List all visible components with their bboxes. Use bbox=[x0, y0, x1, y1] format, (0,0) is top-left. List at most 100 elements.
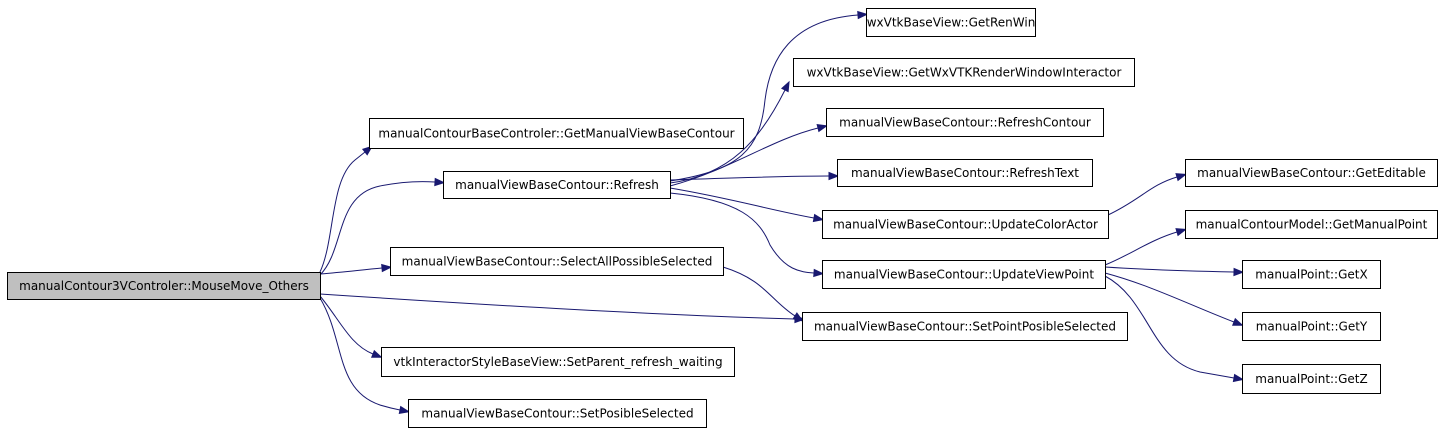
node-getEditable[interactable]: manualViewBaseContour::GetEditable bbox=[1185, 159, 1438, 187]
node-refreshContour[interactable]: manualViewBaseContour::RefreshContour bbox=[826, 108, 1104, 137]
edge-line bbox=[319, 297, 401, 411]
edge-root-to-refresh bbox=[319, 177, 446, 276]
node-label: manualViewBaseContour::RefreshContour bbox=[839, 116, 1091, 130]
node-root[interactable]: manualContour3VControler::MouseMove_Othe… bbox=[7, 272, 321, 300]
edge-root-to-setPosibleSelected bbox=[319, 297, 411, 415]
node-label: manualViewBaseContour::UpdateViewPoint bbox=[834, 268, 1094, 282]
node-box bbox=[443, 171, 671, 199]
edge-line bbox=[669, 175, 830, 181]
edge-line bbox=[669, 14, 859, 182]
node-label: wxVtkBaseView::GetWxVTKRenderWindowInter… bbox=[807, 66, 1122, 80]
node-label: vtkInteractorStyleBaseView::SetParent_re… bbox=[393, 355, 722, 369]
node-getZ[interactable]: manualPoint::GetZ bbox=[1242, 364, 1381, 394]
nodes-layer: manualContour3VControler::MouseMove_Othe… bbox=[7, 8, 1438, 428]
node-label: manualViewBaseContour::RefreshText bbox=[851, 166, 1079, 180]
edge-line bbox=[1107, 176, 1178, 216]
node-box bbox=[390, 247, 724, 276]
edge-line bbox=[319, 267, 383, 275]
node-box bbox=[837, 159, 1093, 187]
node-label: manualContour3VControler::MouseMove_Othe… bbox=[19, 279, 309, 293]
edge-line bbox=[722, 266, 796, 317]
edges-layer bbox=[319, 10, 1245, 415]
node-label: manualViewBaseContour::SetPosibleSelecte… bbox=[421, 407, 693, 421]
edge-line bbox=[319, 151, 366, 273]
edge-root-to-setParentRefreshWaiting bbox=[319, 295, 383, 358]
edge-refresh-to-refreshContour bbox=[669, 124, 829, 187]
edge-line bbox=[319, 295, 374, 355]
edge-line bbox=[669, 192, 815, 274]
node-selectAllPossibleSelected[interactable]: manualViewBaseContour::SelectAllPossible… bbox=[390, 247, 724, 276]
node-label: wxVtkBaseView::GetRenWin bbox=[867, 16, 1036, 30]
node-label: manualPoint::GetX bbox=[1255, 268, 1367, 282]
arrowhead bbox=[1233, 267, 1245, 277]
node-getX[interactable]: manualPoint::GetX bbox=[1242, 260, 1381, 289]
node-getWxVTKRWI[interactable]: wxVtkBaseView::GetWxVTKRenderWindowInter… bbox=[793, 58, 1135, 87]
node-box bbox=[1242, 364, 1381, 394]
node-box bbox=[826, 108, 1104, 137]
arrowhead bbox=[857, 10, 869, 20]
arrowhead bbox=[398, 405, 411, 415]
node-box bbox=[1185, 210, 1438, 239]
node-label: manualContourModel::GetManualPoint bbox=[1196, 218, 1428, 232]
node-label: manualViewBaseContour::SetPointPosibleSe… bbox=[814, 320, 1116, 334]
edge-refresh-to-refreshText bbox=[669, 171, 840, 181]
arrowhead bbox=[1175, 173, 1187, 182]
arrowhead bbox=[434, 177, 446, 187]
arrowhead bbox=[1232, 373, 1245, 383]
edge-selectAllPossibleSelected-to-setPointPosibleSelected bbox=[722, 266, 804, 322]
node-refresh[interactable]: manualViewBaseContour::Refresh bbox=[443, 171, 671, 199]
edge-updateViewPoint-to-getY bbox=[1104, 272, 1244, 326]
node-setPosibleSelected[interactable]: manualViewBaseContour::SetPosibleSelecte… bbox=[408, 399, 707, 428]
edge-line bbox=[319, 181, 436, 276]
node-getRenWin[interactable]: wxVtkBaseView::GetRenWin bbox=[866, 8, 1036, 37]
node-getManualPoint[interactable]: manualContourModel::GetManualPoint bbox=[1185, 210, 1438, 239]
arrowhead bbox=[816, 124, 829, 133]
edge-line bbox=[1104, 272, 1235, 323]
node-box bbox=[822, 210, 1109, 239]
edge-line bbox=[319, 293, 796, 320]
edge-refresh-to-updateColorActor bbox=[669, 187, 825, 223]
arrowhead bbox=[370, 349, 383, 358]
node-refreshText[interactable]: manualViewBaseContour::RefreshText bbox=[837, 159, 1093, 187]
node-setPointPosibleSelected[interactable]: manualViewBaseContour::SetPointPosibleSe… bbox=[802, 312, 1128, 341]
edge-updateViewPoint-to-getX bbox=[1104, 266, 1245, 277]
edge-root-to-selectAllPossibleSelected bbox=[319, 263, 393, 275]
arrowhead bbox=[828, 171, 840, 181]
edge-line bbox=[669, 187, 815, 219]
edge-refresh-to-updateViewPoint bbox=[669, 192, 825, 278]
node-label: manualViewBaseContour::GetEditable bbox=[1197, 166, 1426, 180]
edge-root-to-setPointPosibleSelected bbox=[319, 293, 806, 324]
arrowhead bbox=[1175, 228, 1187, 237]
node-box bbox=[802, 312, 1128, 341]
node-updateViewPoint[interactable]: manualViewBaseContour::UpdateViewPoint bbox=[822, 260, 1106, 289]
node-box bbox=[1185, 159, 1438, 187]
arrowhead bbox=[1232, 317, 1244, 326]
node-box bbox=[1242, 312, 1381, 341]
arrowhead bbox=[813, 268, 825, 278]
node-label: manualViewBaseContour::SelectAllPossible… bbox=[402, 255, 713, 269]
node-updateColorActor[interactable]: manualViewBaseContour::UpdateColorActor bbox=[822, 210, 1109, 239]
edge-line bbox=[1104, 266, 1235, 273]
node-box bbox=[793, 58, 1135, 87]
arrowhead bbox=[812, 213, 825, 223]
node-label: manualViewBaseContour::Refresh bbox=[455, 178, 659, 192]
edge-line bbox=[1104, 231, 1178, 266]
node-getY[interactable]: manualPoint::GetY bbox=[1242, 312, 1381, 341]
node-box bbox=[1242, 260, 1381, 289]
node-box bbox=[866, 8, 1036, 37]
node-label: manualPoint::GetY bbox=[1256, 320, 1368, 334]
edge-root-to-getManualViewBaseContour bbox=[319, 145, 374, 273]
node-setParentRefreshWaiting[interactable]: vtkInteractorStyleBaseView::SetParent_re… bbox=[381, 347, 735, 377]
node-label: manualPoint::GetZ bbox=[1255, 372, 1367, 386]
edge-updateViewPoint-to-getManualPoint bbox=[1104, 228, 1187, 266]
node-getManualViewBaseContour[interactable]: manualContourBaseControler::GetManualVie… bbox=[369, 118, 744, 149]
edge-updateViewPoint-to-getZ bbox=[1104, 275, 1245, 383]
arrowhead bbox=[780, 80, 790, 93]
arrowhead bbox=[381, 263, 393, 273]
arrowhead bbox=[792, 312, 804, 322]
edge-updateColorActor-to-getEditable bbox=[1107, 173, 1187, 216]
edge-refresh-to-getRenWin bbox=[669, 10, 869, 182]
node-box bbox=[7, 272, 321, 300]
node-label: manualContourBaseControler::GetManualVie… bbox=[378, 127, 734, 141]
node-box bbox=[369, 118, 744, 149]
